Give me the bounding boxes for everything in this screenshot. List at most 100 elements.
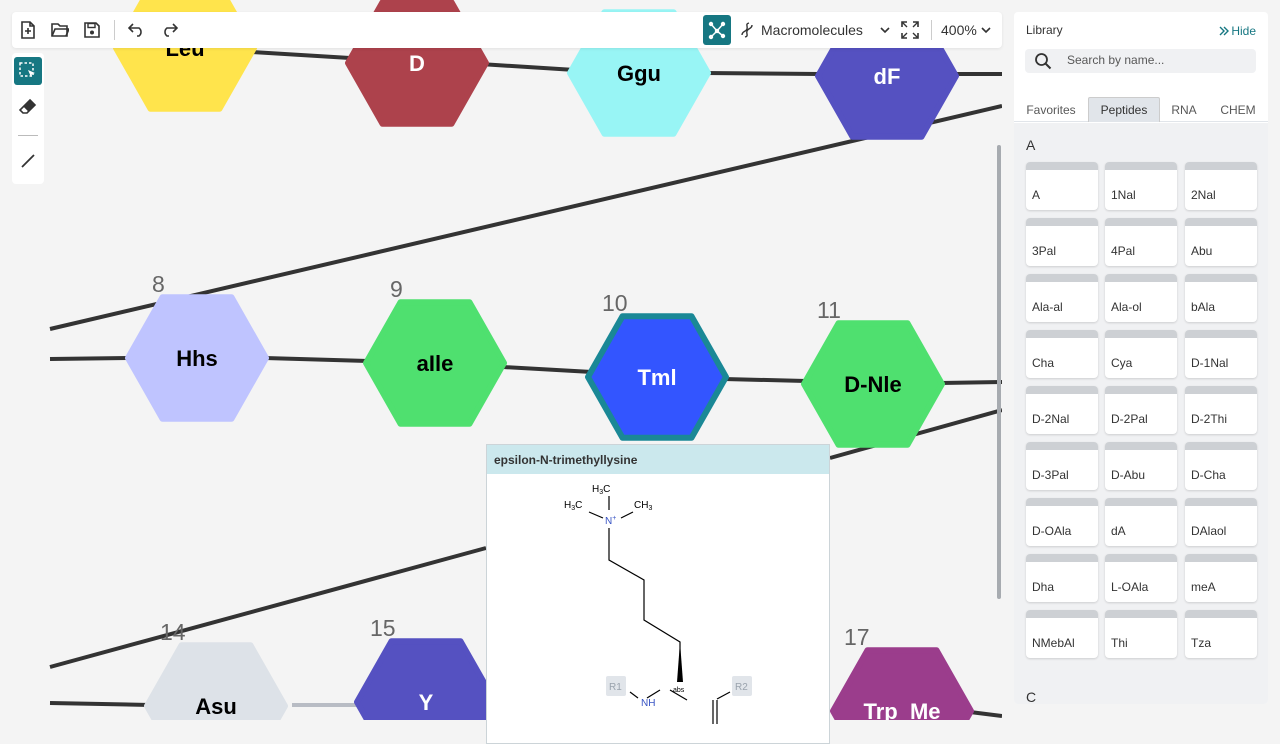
bond[interactable] — [479, 62, 576, 72]
bond[interactable] — [704, 71, 821, 76]
monomer-card[interactable]: Cya — [1105, 330, 1177, 378]
new-file-icon — [21, 21, 35, 39]
monomer-card[interactable]: Ala-al — [1026, 274, 1098, 322]
card-color-bar — [1105, 610, 1177, 618]
bond[interactable] — [969, 710, 1002, 718]
monomer-card[interactable]: D-Cha — [1185, 442, 1257, 490]
toolbar-divider — [18, 135, 38, 136]
label-ch3-right: CH3 — [634, 500, 652, 512]
card-color-bar — [1105, 274, 1177, 282]
monomer-hexagon[interactable] — [801, 320, 945, 448]
tab-rna[interactable]: RNA — [1171, 102, 1197, 117]
bond[interactable] — [502, 365, 593, 374]
monomer-label: aIle — [417, 351, 454, 376]
bond-tool-button[interactable] — [14, 147, 42, 175]
monomer-hexagon[interactable] — [830, 647, 974, 720]
tab-chem[interactable]: CHEM — [1220, 102, 1256, 117]
undo-button[interactable] — [123, 16, 151, 44]
card-color-bar — [1026, 498, 1098, 506]
bond[interactable] — [940, 380, 1002, 385]
macromolecule-layout-button[interactable] — [703, 15, 731, 45]
save-button[interactable] — [78, 16, 106, 44]
bond[interactable] — [723, 377, 807, 383]
monomer-card[interactable]: dA — [1105, 498, 1177, 546]
monomer-card[interactable]: NMebAl — [1026, 610, 1098, 658]
toolbar-divider — [931, 20, 932, 40]
erase-tool-button[interactable] — [14, 93, 42, 121]
redo-icon — [164, 23, 178, 37]
fullscreen-button[interactable] — [896, 16, 924, 44]
monomer-card[interactable]: Dha — [1026, 554, 1098, 602]
card-color-bar — [1185, 274, 1257, 282]
monomer-card[interactable]: D-2Pal — [1105, 386, 1177, 434]
monomer-card[interactable]: DAlaol — [1185, 498, 1257, 546]
monomer-card[interactable]: D-2Nal — [1026, 386, 1098, 434]
bond[interactable] — [49, 104, 1002, 331]
library-search — [1025, 49, 1256, 73]
toolbar-divider — [114, 20, 115, 40]
monomer-label: D-Nle — [844, 372, 901, 397]
monomer-card[interactable]: Thi — [1105, 610, 1177, 658]
monomer-card[interactable]: 3Pal — [1026, 218, 1098, 266]
card-color-bar — [1105, 162, 1177, 170]
monomer-card[interactable]: Ala-ol — [1105, 274, 1177, 322]
new-file-button[interactable] — [14, 16, 42, 44]
card-label: 3Pal — [1032, 244, 1057, 258]
monomer-card[interactable]: Tza — [1185, 610, 1257, 658]
monomer-card[interactable]: D-1Nal — [1185, 330, 1257, 378]
monomer-hexagon[interactable] — [585, 313, 729, 441]
monomer-y[interactable]: Y15 — [354, 615, 498, 720]
tab-peptides[interactable]: Peptides — [1088, 97, 1160, 122]
monomer-card[interactable]: D-Abu — [1105, 442, 1177, 490]
card-color-bar — [1026, 218, 1098, 226]
card-label: D-2Pal — [1111, 412, 1148, 426]
canvas-scrollbar[interactable] — [997, 145, 1001, 599]
monomer-card[interactable]: D-2Thi — [1185, 386, 1257, 434]
card-label: 2Nal — [1191, 188, 1216, 202]
monomer-card[interactable]: A — [1026, 162, 1098, 210]
monomer-card[interactable]: D-OAla — [1026, 498, 1098, 546]
label-r1: R1 — [609, 682, 622, 693]
redo-button[interactable] — [155, 16, 183, 44]
card-color-bar — [1105, 442, 1177, 450]
monomer-hexagon[interactable] — [144, 642, 288, 720]
bond[interactable] — [264, 356, 369, 363]
monomer-card[interactable]: 2Nal — [1185, 162, 1257, 210]
monomer-card[interactable]: L-OAla — [1105, 554, 1177, 602]
hide-library-button[interactable]: Hide — [1219, 24, 1256, 38]
select-tool-button[interactable] — [14, 57, 42, 85]
monomer-hexagon[interactable] — [125, 294, 269, 422]
card-color-bar — [1185, 386, 1257, 394]
zoom-select[interactable]: 400% — [941, 16, 997, 44]
label-n-plus: N+ — [605, 515, 616, 527]
monomer-card[interactable]: Cha — [1026, 330, 1098, 378]
bond[interactable] — [49, 356, 131, 361]
monomer-card[interactable]: 4Pal — [1105, 218, 1177, 266]
search-input[interactable] — [1067, 53, 1247, 67]
card-label: Dha — [1032, 580, 1055, 594]
monomer-label: D — [409, 51, 425, 76]
save-icon — [84, 22, 100, 38]
monomer-card[interactable]: Abu — [1185, 218, 1257, 266]
card-color-bar — [1105, 330, 1177, 338]
monomer-card[interactable]: meA — [1185, 554, 1257, 602]
card-label: Cha — [1032, 356, 1055, 370]
library-title: Library — [1026, 23, 1063, 37]
open-file-button[interactable] — [46, 16, 74, 44]
tab-favorites[interactable]: Favorites — [1026, 102, 1076, 117]
mode-select[interactable]: Macromolecules — [739, 16, 891, 44]
monomer-card[interactable]: 1Nal — [1105, 162, 1177, 210]
bond[interactable] — [49, 701, 151, 707]
monomer-hexagon[interactable] — [363, 299, 507, 427]
label-r2: R2 — [735, 682, 748, 693]
monomer-card[interactable]: D-3Pal — [1026, 442, 1098, 490]
monomer-card[interactable]: bAla — [1185, 274, 1257, 322]
bond[interactable] — [49, 546, 487, 669]
